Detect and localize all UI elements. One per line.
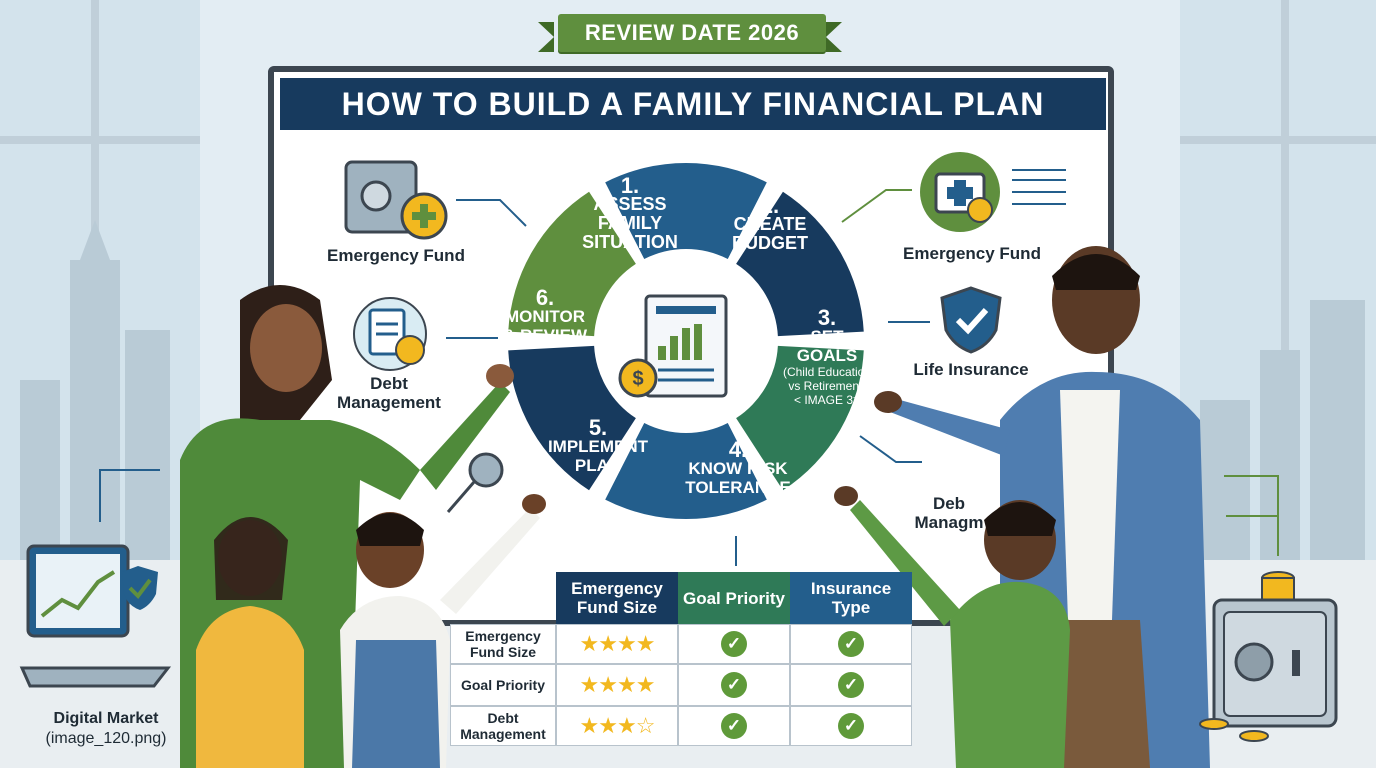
row-2-label: Goal Priority — [450, 664, 556, 706]
wheel-segment-4 — [605, 422, 767, 519]
step-3-note-3: < IMAGE 3> — [793, 393, 861, 407]
step-6-line-1: MONITOR — [505, 307, 585, 326]
table-header-3: Insurance Type — [790, 572, 912, 624]
row-2-goal: ✓ — [678, 664, 790, 706]
ribbon-tail-left — [538, 22, 554, 52]
step-4-label: 4. KNOW RISK TOLERANCE — [676, 437, 800, 498]
step-3-number: 3. — [817, 305, 837, 330]
check-icon: ✓ — [838, 631, 864, 657]
star-rating-icon: ★★★★ — [579, 631, 656, 656]
step-3-line-2: GOALS — [796, 346, 858, 365]
wheel-segment-2 — [736, 191, 864, 337]
row-1-label: Emergency Fund Size — [450, 624, 556, 664]
coin-safe-icon — [1199, 571, 1338, 742]
table-header-1: Emergency Fund Size — [556, 572, 678, 624]
right-bottom-label: Deb Managm — [914, 494, 984, 532]
row-1-insurance: ✓ — [790, 624, 912, 664]
star-rating-icon: ★★★☆ — [579, 713, 656, 738]
step-4-line-1: KNOW RISK — [688, 459, 788, 478]
row-3-insurance: ✓ — [790, 706, 912, 746]
step-3-line-1: SET — [810, 327, 844, 346]
row-3-rating: ★★★☆ — [556, 706, 678, 746]
key-icon — [446, 452, 504, 513]
row-3-label: Debt Management — [450, 706, 556, 746]
medical-kit-icon — [920, 152, 1066, 232]
wheel-segment-6 — [508, 191, 636, 337]
row-2-insurance: ✓ — [790, 664, 912, 706]
step-1-line-2: FAMILY — [597, 213, 663, 233]
step-3-note-2: vs Retirement, — [788, 379, 866, 393]
table-header-1-text: Emergency Fund Size — [571, 579, 663, 617]
digital-market-title: Digital Market — [53, 710, 159, 727]
right-top-label: Emergency Fund — [903, 244, 1041, 263]
step-1-label: 1. ASSESS FAMILY SITUATION — [572, 173, 688, 252]
check-icon: ✓ — [721, 631, 747, 657]
left-mid-label: Debt Management — [337, 374, 441, 412]
row-2-rating: ★★★★ — [556, 664, 678, 706]
financial-report-icon: $ — [618, 294, 728, 398]
step-1-line-3: SITUATION — [582, 232, 678, 252]
table-header-3-text: Insurance Type — [810, 579, 892, 617]
step-3-note-1: (Child Education — [782, 365, 872, 379]
step-5-label: 5. IMPLEMENT PLAN — [540, 415, 656, 476]
step-4-line-2: TOLERANCE — [685, 478, 791, 497]
check-icon: ✓ — [838, 713, 864, 739]
digital-market-file: (image_120.png) — [45, 730, 167, 747]
comparison-table: Emergency Fund Size Goal Priority Insura… — [450, 572, 912, 746]
board-title: HOW TO BUILD A FAMILY FINANCIAL PLAN — [280, 78, 1106, 130]
step-1-number: 1. — [620, 173, 640, 198]
check-icon: ✓ — [721, 672, 747, 698]
step-3-label: 3. SET GOALS (Child Education vs Retirem… — [772, 305, 882, 408]
check-icon: ✓ — [721, 713, 747, 739]
step-4-number: 4. — [728, 437, 748, 462]
row-1-goal: ✓ — [678, 624, 790, 664]
svg-text:$: $ — [632, 368, 643, 390]
row-1-rating: ★★★★ — [556, 624, 678, 664]
plan-cycle-wheel: $ — [508, 163, 864, 519]
step-6-number: 6. — [535, 285, 555, 310]
step-2-line-1: CREATE — [733, 214, 807, 234]
right-mid-label: Life Insurance — [913, 360, 1029, 379]
step-2-number: 2. — [760, 193, 780, 218]
step-5-line-1: IMPLEMENT — [547, 437, 649, 456]
step-5-line-2: PLAN — [574, 456, 622, 475]
wheel-segment-5 — [508, 345, 636, 491]
table-header-2-text: Goal Priority — [682, 588, 786, 608]
step-6-line-2: & REVIEW — [502, 326, 588, 345]
step-2-label: 2. CREATE BUDGET — [716, 193, 824, 253]
ribbon-tail-right — [826, 22, 842, 52]
laptop-icon — [19, 544, 172, 688]
left-top-label: Emergency Fund — [327, 246, 465, 265]
star-rating-icon: ★★★★ — [579, 672, 656, 697]
clipboard-icon — [353, 297, 427, 371]
table-header-2: Goal Priority — [678, 572, 790, 624]
check-icon: ✓ — [838, 672, 864, 698]
safe-icon — [344, 160, 448, 240]
review-date-ribbon: REVIEW DATE 2026 — [558, 14, 826, 52]
wheel-segment-1 — [605, 163, 767, 260]
step-2-line-2: BUDGET — [732, 233, 808, 253]
row-3-goal: ✓ — [678, 706, 790, 746]
step-5-number: 5. — [588, 415, 608, 440]
step-6-label: 6. MONITOR & REVIEW — [488, 285, 602, 346]
shield-icon — [940, 286, 1002, 354]
wheel-segment-3 — [736, 345, 864, 491]
step-1-line-1: ASSESS — [593, 194, 667, 214]
